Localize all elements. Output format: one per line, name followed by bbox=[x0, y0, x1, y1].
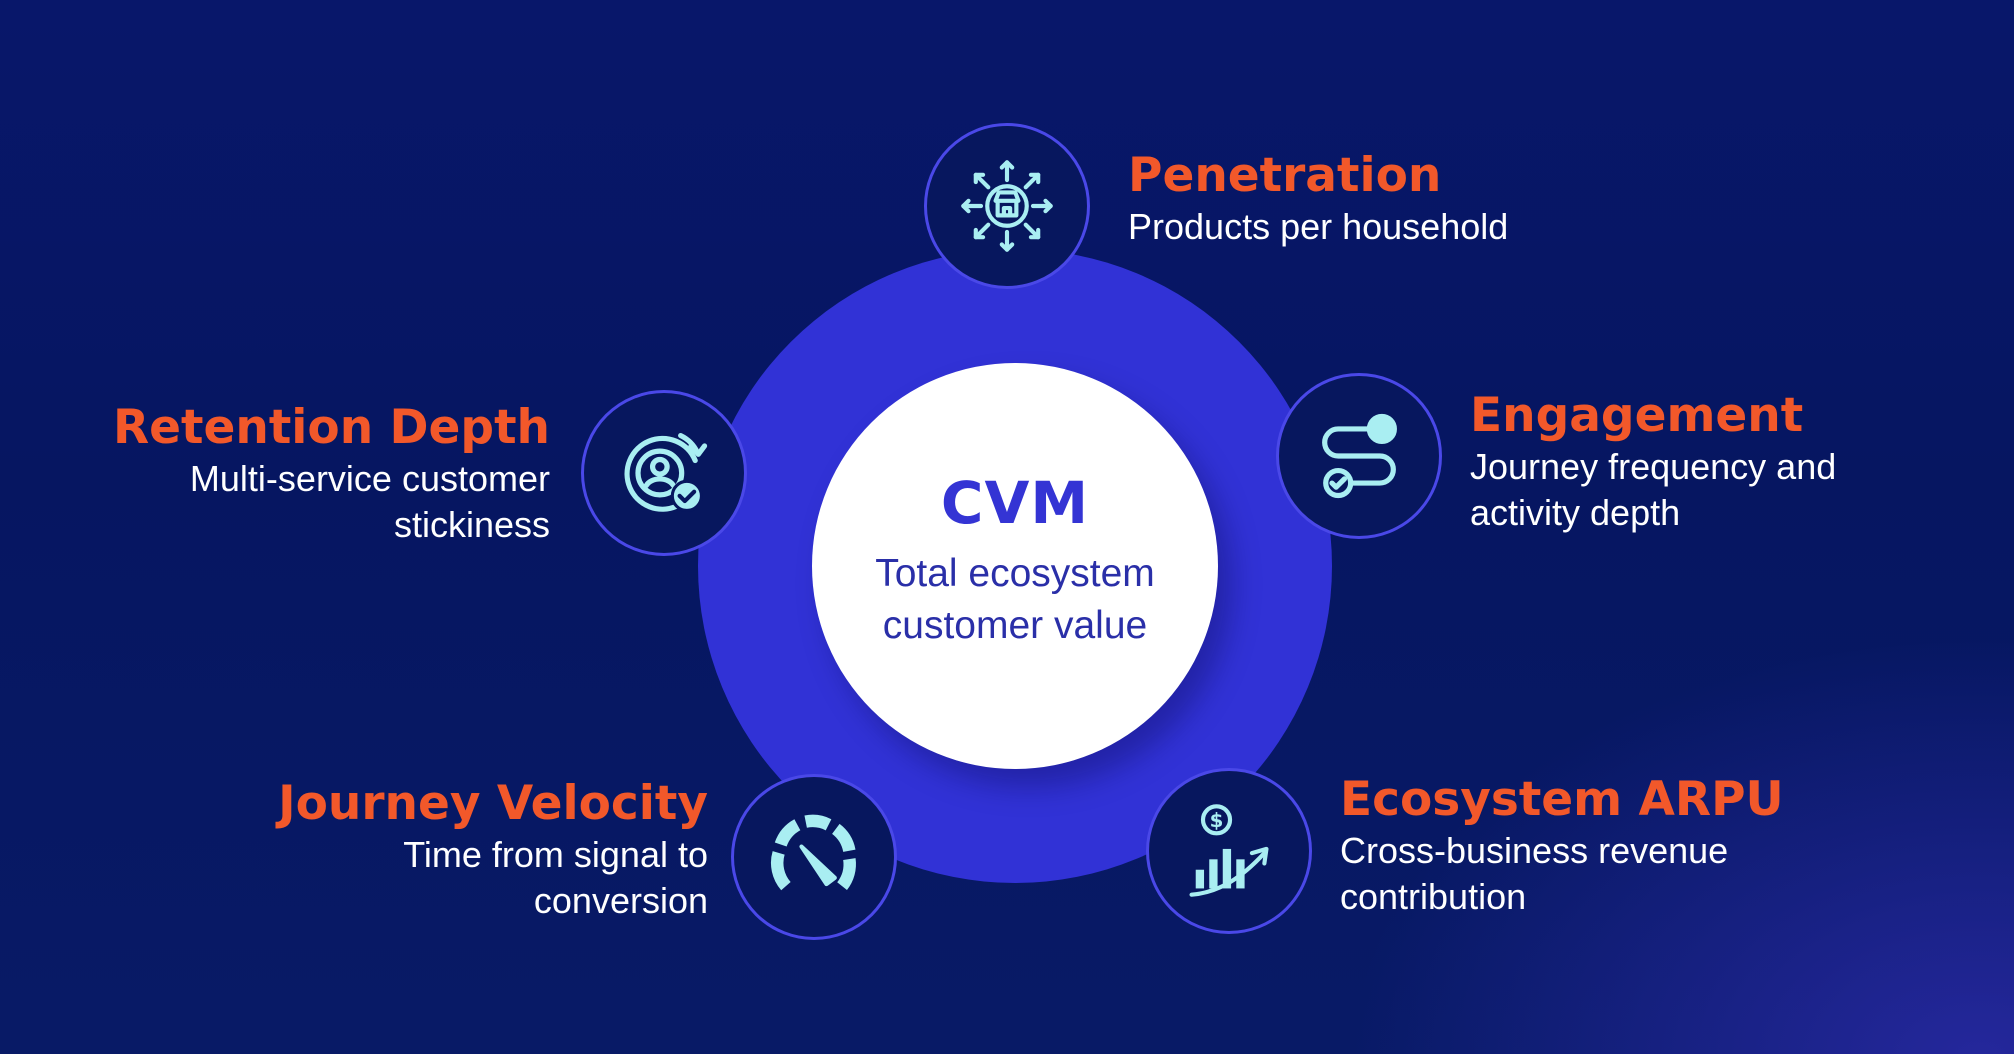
ecosystem-arpu-label: Ecosystem ARPU Cross-business revenue co… bbox=[1340, 772, 1784, 920]
speedometer-icon bbox=[770, 814, 856, 891]
retention-depth-title: Retention Depth bbox=[112, 400, 550, 455]
penetration-label: Penetration Products per household bbox=[1128, 148, 1508, 250]
engagement-node bbox=[1276, 373, 1442, 539]
ecosystem-arpu-node: $ bbox=[1146, 768, 1312, 934]
svg-text:$: $ bbox=[1210, 809, 1224, 832]
ecosystem-arpu-title: Ecosystem ARPU bbox=[1340, 772, 1784, 827]
penetration-node bbox=[924, 123, 1090, 289]
customer-retention-icon bbox=[624, 432, 708, 512]
retention-depth-label: Retention Depth Multi-service customer s… bbox=[113, 400, 550, 548]
journey-velocity-node bbox=[731, 774, 897, 940]
ecosystem-arpu-description-line-2: contribution bbox=[1340, 876, 1527, 917]
revenue-growth-icon: $ bbox=[1189, 804, 1269, 897]
cvm-subtitle: Total ecosystem customer value bbox=[875, 548, 1155, 652]
cvm-subtitle-line-1: Total ecosystem bbox=[875, 552, 1155, 595]
retention-depth-description-line-2: stickiness bbox=[393, 504, 550, 545]
cvm-center-circle: CVM Total ecosystem customer value bbox=[812, 363, 1218, 769]
journey-path-icon bbox=[1322, 413, 1397, 499]
journey-velocity-title: Journey Velocity bbox=[278, 776, 708, 831]
journey-velocity-description-line-1: Time from signal to bbox=[403, 834, 708, 875]
penetration-description: Products per household bbox=[1128, 206, 1509, 247]
engagement-description-line-1: Journey frequency and bbox=[1470, 446, 1837, 487]
engagement-description-line-2: activity depth bbox=[1470, 492, 1681, 533]
retention-depth-node bbox=[581, 390, 747, 556]
cvm-subtitle-line-2: customer value bbox=[882, 604, 1148, 647]
penetration-title: Penetration bbox=[1128, 148, 1442, 203]
engagement-label: Engagement Journey frequency and activit… bbox=[1470, 388, 1836, 536]
cvm-title: CVM bbox=[940, 469, 1090, 537]
journey-velocity-description-line-2: conversion bbox=[533, 880, 708, 921]
journey-velocity-label: Journey Velocity Time from signal to con… bbox=[278, 776, 708, 924]
store-arrows-icon bbox=[961, 160, 1053, 252]
engagement-title: Engagement bbox=[1470, 388, 1804, 443]
ecosystem-arpu-description-line-1: Cross-business revenue bbox=[1340, 830, 1729, 871]
retention-depth-description-line-1: Multi-service customer bbox=[189, 458, 550, 499]
